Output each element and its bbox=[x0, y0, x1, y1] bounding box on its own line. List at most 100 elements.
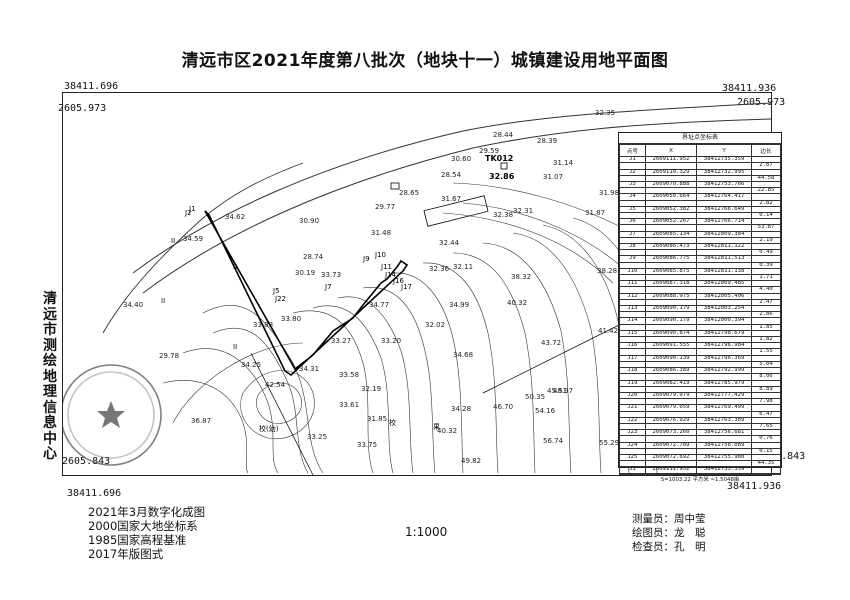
table-cell: 38412792.999 bbox=[696, 367, 752, 375]
table-cell: 2609110.329 bbox=[644, 168, 698, 176]
table-cell: 38412732.995 bbox=[696, 168, 752, 176]
table-cell: 38412763.389 bbox=[696, 416, 752, 424]
elevation-label: 33.20 bbox=[381, 337, 401, 345]
elevation-label: 32.35 bbox=[595, 109, 615, 117]
table-cell: 6.47 bbox=[751, 410, 781, 418]
table-header-cell: X bbox=[644, 143, 698, 158]
elevation-label: 32.38 bbox=[493, 211, 513, 219]
map-label: II bbox=[233, 263, 237, 271]
elevation-label: 34.68 bbox=[453, 351, 473, 359]
table-cell: 38412769.499 bbox=[696, 404, 752, 412]
elevation-label: 33.25 bbox=[307, 433, 327, 441]
table-cell: 7.65 bbox=[751, 422, 781, 431]
table-cell: 8.89 bbox=[751, 385, 781, 393]
table-row: 0.76 bbox=[619, 435, 781, 443]
table-cell: 2609073.260 bbox=[644, 429, 698, 437]
table-cell: 2609111.952 bbox=[644, 466, 698, 474]
table-cell bbox=[751, 367, 781, 375]
table-cell: 38412811.122 bbox=[696, 243, 752, 251]
table-cell: 2609052.382 bbox=[644, 205, 698, 214]
table-row: 1.71 bbox=[619, 274, 781, 282]
table-cell bbox=[751, 441, 781, 449]
table-cell: 38412785.979 bbox=[696, 379, 752, 387]
table-row: 1.82 bbox=[619, 336, 781, 344]
table-cell bbox=[751, 429, 781, 437]
table-cell: 0.39 bbox=[751, 261, 781, 269]
table-cell: 2609085.134 bbox=[644, 230, 698, 238]
table-cell: 2609072.789 bbox=[644, 441, 698, 449]
embankment bbox=[102, 162, 304, 334]
elevation-label: 41.42 bbox=[598, 327, 618, 335]
table-cell bbox=[751, 305, 781, 313]
table-row: 2.86 bbox=[619, 311, 781, 319]
elevation-label: 31.98 bbox=[599, 189, 619, 197]
table-cell: 2.87 bbox=[751, 162, 781, 170]
table-cell: J1 bbox=[619, 466, 646, 474]
table-cell bbox=[751, 317, 781, 325]
map-label: 校(幼) bbox=[259, 424, 279, 433]
elevation-label: 30.60 bbox=[451, 155, 471, 163]
elevation-label: 34.25 bbox=[241, 361, 261, 369]
table-cell bbox=[751, 404, 781, 412]
table-row: 7.65 bbox=[619, 422, 781, 431]
footer-notes: 2021年3月数字化成图 2000国家大地坐标系 1985国家高程基准 2017… bbox=[88, 505, 205, 561]
table-cell: 38412777.429 bbox=[696, 391, 752, 400]
elevation-label: 34.99 bbox=[449, 301, 469, 309]
elevation-label: 45.51 bbox=[547, 387, 567, 395]
table-cell bbox=[751, 379, 781, 387]
table-cell: 38412735.359 bbox=[696, 156, 752, 164]
elevation-label: 55.29 bbox=[599, 439, 619, 447]
map-label: J2 bbox=[184, 209, 192, 217]
table-cell: 44.35 bbox=[751, 460, 781, 468]
map-label: J17 bbox=[400, 283, 412, 291]
table-cell bbox=[751, 466, 781, 474]
table-cell: 2609091.555 bbox=[644, 342, 698, 350]
elevation-label: 43.72 bbox=[541, 339, 561, 347]
elevation-label: 28.39 bbox=[537, 137, 557, 145]
table-cell: 38412798.679 bbox=[696, 329, 752, 338]
elevation-label: 54.16 bbox=[535, 407, 556, 415]
table-cell: 2609079.979 bbox=[644, 391, 698, 400]
elevation-label: 33.73 bbox=[321, 271, 341, 279]
elevation-label: 28.54 bbox=[441, 171, 462, 179]
table-cell: 2609090.139 bbox=[644, 354, 698, 362]
table-cell: 2609090.874 bbox=[644, 329, 698, 338]
table-cell bbox=[751, 329, 781, 338]
table-cell: 2609090.179 bbox=[644, 317, 698, 325]
elevation-label: 31.87 bbox=[585, 209, 605, 217]
table-cell: 2609087.318 bbox=[644, 280, 698, 288]
table-cell bbox=[751, 453, 781, 462]
table-cell: 1.71 bbox=[751, 274, 781, 282]
corner-top-right-x: 38411.936 bbox=[722, 83, 777, 94]
table-cell: 2609050.664 bbox=[644, 193, 698, 201]
table-cell: 38412809.485 bbox=[696, 280, 752, 288]
map-label: J11 bbox=[380, 263, 392, 271]
elevation-label: 32.44 bbox=[439, 239, 460, 247]
table-summary: S=1003.22 平方米 ≈1.5048亩 bbox=[619, 473, 781, 485]
table-cell: 0.14 bbox=[751, 211, 781, 220]
elevation-label: 29.78 bbox=[159, 352, 179, 360]
org-seal bbox=[63, 364, 162, 466]
corner-bottom-left-x: 38411.696 bbox=[67, 488, 122, 499]
elevation-label: 38.32 bbox=[511, 273, 531, 281]
table-cell: 38412809.384 bbox=[696, 230, 752, 238]
table-row: 0.39 bbox=[619, 261, 781, 269]
table-cell bbox=[751, 255, 781, 263]
table-row: 8.06 bbox=[619, 373, 781, 381]
table-cell: 0.49 bbox=[751, 249, 781, 257]
table-cell: 8.06 bbox=[751, 373, 781, 381]
elevation-label: 29.59 bbox=[479, 147, 499, 155]
